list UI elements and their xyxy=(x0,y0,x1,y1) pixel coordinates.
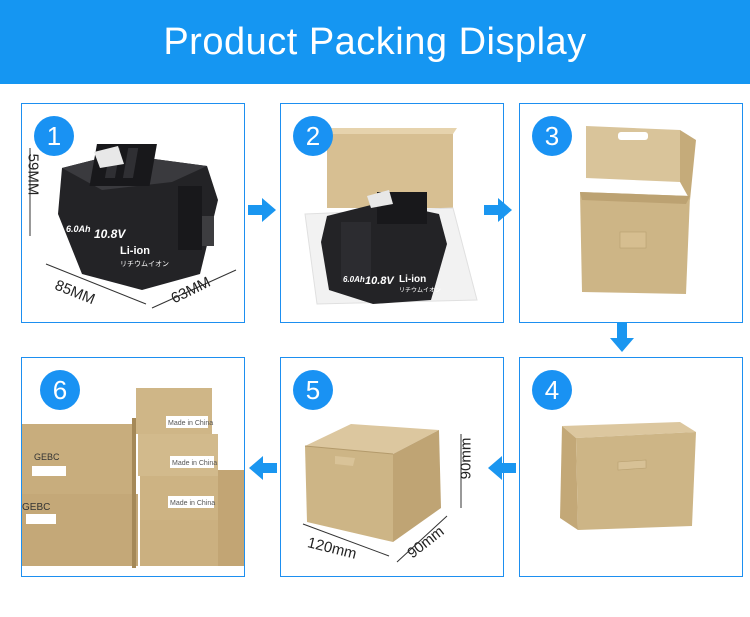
battery-label-2: 6.0Ah 10.8V Li-ion リチウムイオン xyxy=(343,274,441,294)
carton-labels: Made in China Made in China Made in Chin… xyxy=(22,420,217,513)
arrow-left-icon xyxy=(488,456,516,480)
box-dimension-image xyxy=(302,424,462,563)
battery-capacity-text: 6.0Ah xyxy=(343,275,365,284)
step-card-5: 120mm 90mm 90mm 5 xyxy=(280,357,504,577)
arrow-right-icon xyxy=(484,198,512,222)
made-in-china-text: Made in China xyxy=(172,460,217,467)
step-number-badge: 3 xyxy=(532,116,572,156)
step-number-badge: 2 xyxy=(293,116,333,156)
page-title: Product Packing Display xyxy=(163,20,587,63)
battery-voltage-text: 10.8V xyxy=(365,275,395,287)
battery-chemistry-text: Li-ion xyxy=(399,274,426,285)
battery-bag-box-image xyxy=(304,128,478,305)
step-card-6: Made in China Made in China Made in Chin… xyxy=(21,357,245,577)
battery-label: 6.0Ah 10.8V Li-ion リチウムイオン xyxy=(66,224,169,268)
step-number-badge: 5 xyxy=(293,370,333,410)
step-number-badge: 1 xyxy=(34,116,74,156)
battery-voltage-text: 10.8V xyxy=(94,227,126,241)
battery-capacity-text: 6.0Ah xyxy=(66,224,91,234)
battery-dimension-image xyxy=(29,144,237,309)
carton-stack-image xyxy=(22,388,244,568)
brand-text: GEBC xyxy=(34,452,60,462)
made-in-china-text: Made in China xyxy=(170,500,215,507)
battery-height-label: 59MM xyxy=(24,153,42,196)
box-height-label: 90mm xyxy=(457,437,475,480)
arrow-right-icon xyxy=(248,198,276,222)
battery-chemistry-text: Li-ion xyxy=(120,245,150,257)
title-banner: Product Packing Display xyxy=(0,0,750,84)
step-card-4: 4 xyxy=(519,357,743,577)
step-card-3: 3 xyxy=(519,103,743,323)
battery-subtitle-text: リチウムイオン xyxy=(399,286,441,294)
open-box-image xyxy=(580,126,696,294)
arrow-down-icon xyxy=(610,322,634,352)
closed-box-image xyxy=(560,422,696,530)
arrow-left-icon xyxy=(249,456,277,480)
battery-subtitle-text: リチウムイオン xyxy=(120,260,169,268)
brand-text: GEBC xyxy=(22,502,50,513)
step-card-1: 6.0Ah 10.8V Li-ion リチウムイオン 59MM 85MM 63M… xyxy=(21,103,245,323)
step-number-badge: 4 xyxy=(532,370,572,410)
made-in-china-text: Made in China xyxy=(168,420,213,427)
step-number-badge: 6 xyxy=(40,370,80,410)
step-card-2: 6.0Ah 10.8V Li-ion リチウムイオン 2 xyxy=(280,103,504,323)
